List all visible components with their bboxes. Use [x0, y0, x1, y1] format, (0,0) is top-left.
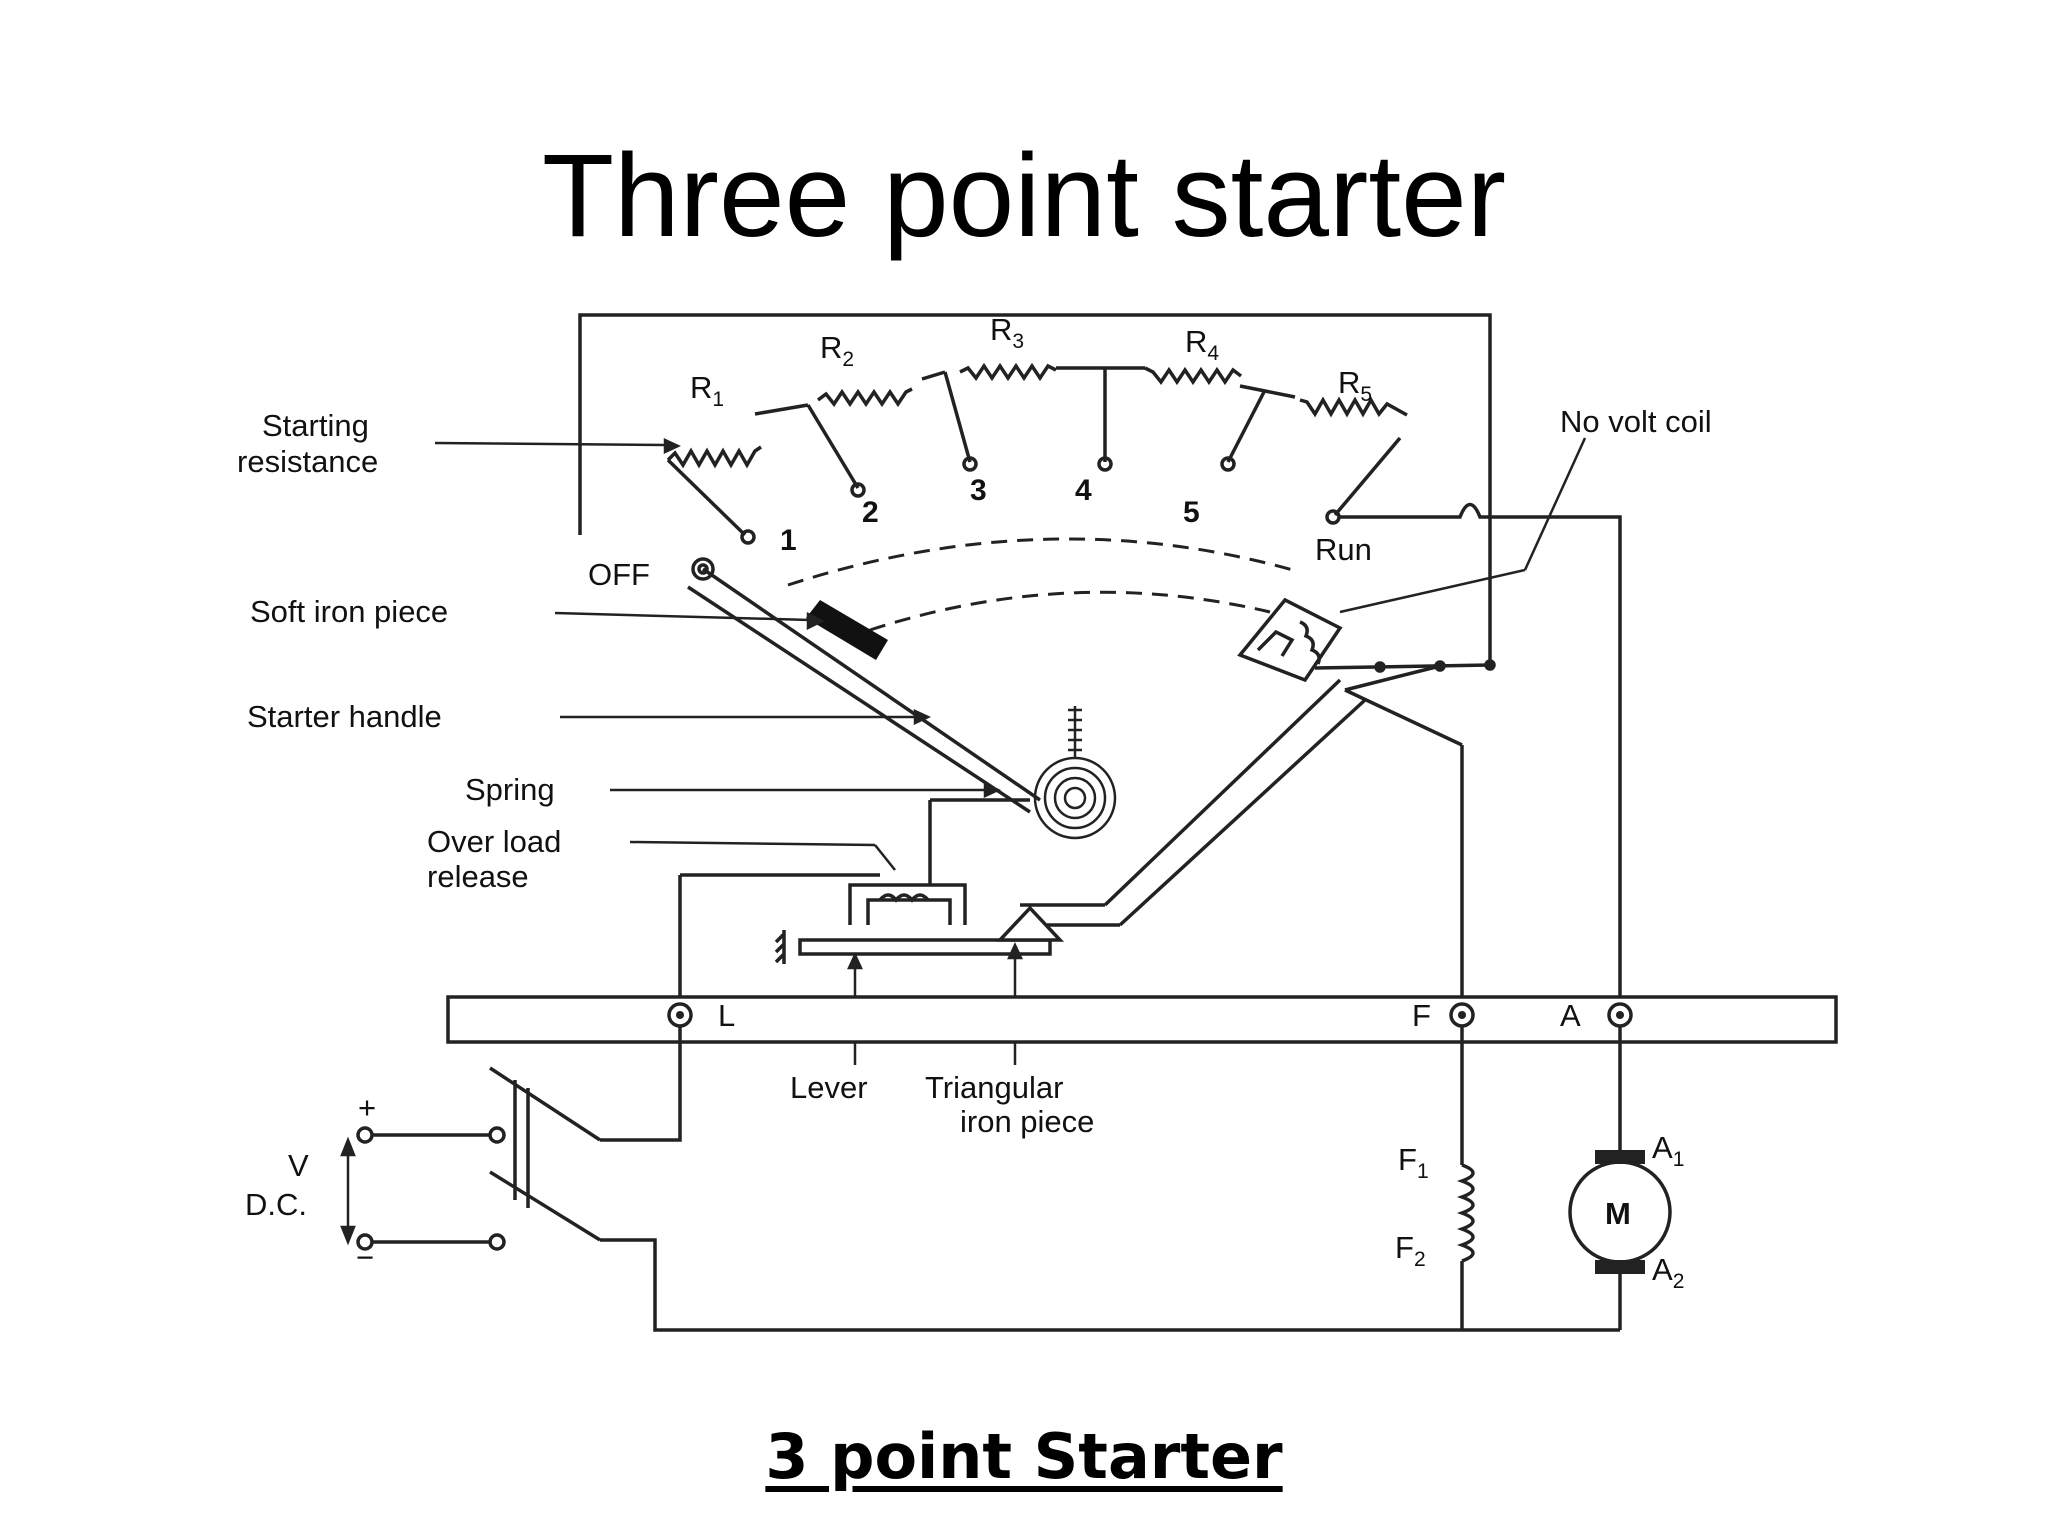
- stud-label-4: 4: [1075, 474, 1092, 507]
- slide-title: Three point starter: [541, 130, 1507, 262]
- stud-label-2: 2: [862, 496, 879, 529]
- resistor-label-5: R5: [1338, 365, 1372, 406]
- stud-label-5: 5: [1183, 496, 1200, 529]
- supply-v: V: [288, 1148, 309, 1183]
- stud-2: [850, 482, 866, 498]
- label-lever: Lever: [790, 1070, 868, 1105]
- callout-leaders: [434, 437, 1587, 1065]
- resistor-label-4: R4: [1185, 324, 1219, 365]
- no-volt-coil: [1237, 597, 1343, 683]
- stud-label-run: Run: [1315, 532, 1372, 567]
- svg-text:L: L: [718, 998, 735, 1033]
- dashed-arc-outer: [787, 537, 1301, 587]
- resistor-r3: [959, 362, 1057, 382]
- resistor-label-3: R3: [990, 312, 1024, 353]
- resistor-label-2: R2: [820, 330, 854, 371]
- double-pole-switch: [356, 1066, 601, 1251]
- label-starting-resistance: Starting: [262, 408, 369, 443]
- label-no-volt-coil: No volt coil: [1560, 404, 1712, 439]
- label-starting-resistance-2: resistance: [237, 444, 378, 479]
- supply-minus: −: [356, 1240, 374, 1275]
- motor-label-a2: A2: [1652, 1252, 1684, 1293]
- field-label-f2: F2: [1395, 1230, 1426, 1271]
- supply-dc: D.C.: [245, 1187, 307, 1222]
- resistor-r4: [1144, 366, 1243, 386]
- resistor-label-1: R1: [690, 370, 724, 411]
- stud-5: [1220, 456, 1236, 472]
- off-pivot: [691, 557, 715, 581]
- off-label: OFF: [588, 557, 650, 592]
- triangular-iron-piece: [995, 905, 1065, 942]
- stud-run: [1325, 509, 1341, 525]
- overload-release: [678, 798, 1030, 1005]
- label-iron-piece: iron piece: [960, 1104, 1094, 1139]
- resistor-r1: [666, 445, 762, 469]
- supply-arrow: [340, 1136, 356, 1246]
- svg-text:M: M: [1605, 1196, 1631, 1231]
- starter-handle: [687, 567, 1041, 814]
- terminal-l: L: [667, 998, 735, 1033]
- stud-4: [1097, 456, 1113, 472]
- stud-1: [740, 529, 756, 545]
- label-starter-handle: Starter handle: [247, 699, 442, 734]
- field-winding: [1456, 1163, 1475, 1265]
- stud-label-1: 1: [780, 524, 797, 557]
- field-label-f1: F1: [1398, 1142, 1429, 1183]
- svg-text:A: A: [1560, 998, 1581, 1033]
- lever: [774, 930, 1052, 964]
- label-over-load: Over load: [427, 824, 561, 859]
- terminal-f: F: [1412, 998, 1475, 1033]
- label-release: release: [427, 859, 529, 894]
- holding-arm: [1020, 678, 1367, 927]
- studs: [740, 456, 1341, 545]
- resistor-chain: [666, 362, 1408, 537]
- resistor-r5: [1299, 396, 1408, 418]
- spring-coil: [1033, 706, 1117, 840]
- stud-label-3: 3: [970, 474, 987, 507]
- field-wiring: [1314, 502, 1622, 1005]
- diagram-caption: 3 point Starter: [0, 1420, 2048, 1493]
- label-soft-iron-piece: Soft iron piece: [250, 594, 448, 629]
- terminal-board: [446, 995, 1838, 1044]
- motor-label-a1: A1: [1652, 1130, 1684, 1171]
- stud-3: [962, 456, 978, 472]
- starter-enclosure: [578, 313, 1492, 665]
- label-spring: Spring: [465, 772, 555, 807]
- soft-iron-piece: [806, 600, 888, 660]
- supply-wiring: [600, 1027, 1622, 1332]
- terminal-a: A: [1560, 998, 1633, 1033]
- dashed-arc-inner: [869, 590, 1271, 632]
- label-triangular: Triangular: [925, 1070, 1063, 1105]
- supply-plus: +: [358, 1090, 376, 1125]
- caption-text: 3 point Starter: [765, 1420, 1283, 1493]
- resistor-r2: [816, 387, 913, 408]
- motor-armature: M: [1568, 1150, 1672, 1274]
- svg-text:F: F: [1412, 998, 1431, 1033]
